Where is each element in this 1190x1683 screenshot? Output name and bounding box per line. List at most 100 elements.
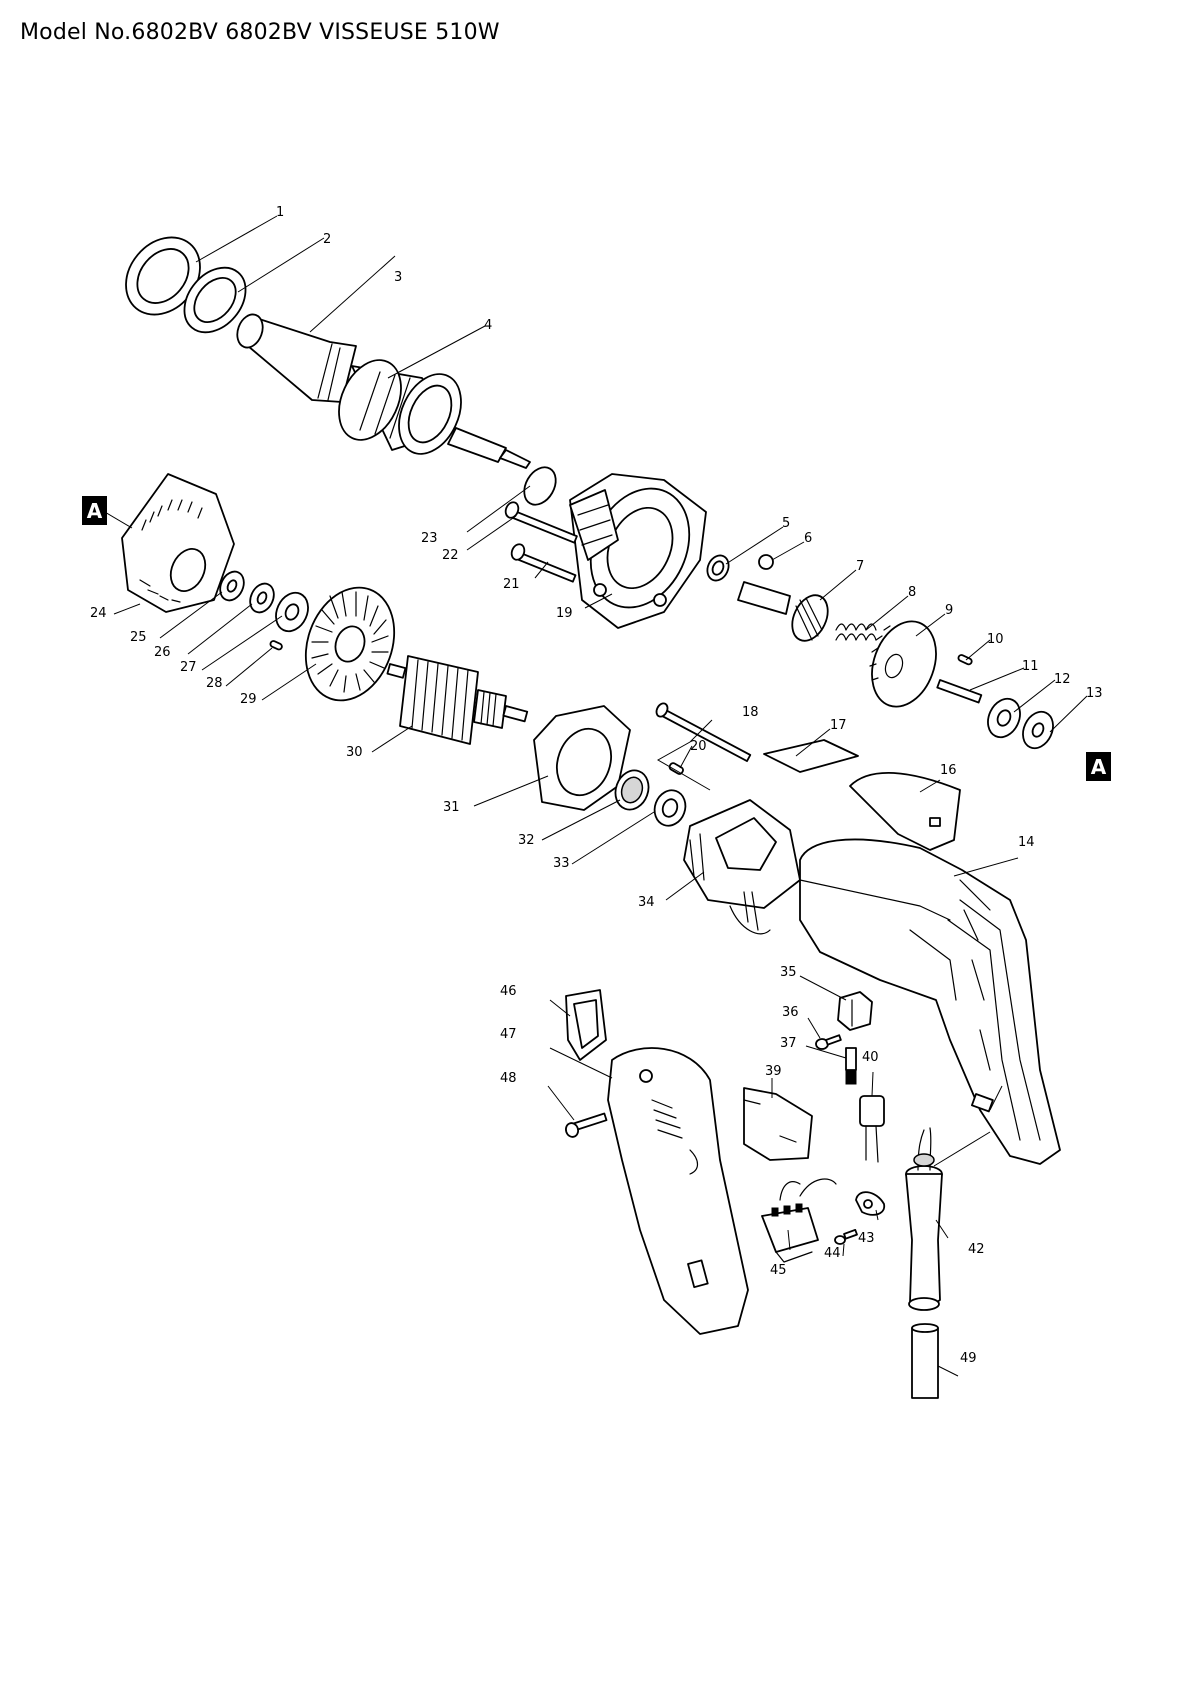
part-label-24: 24	[90, 606, 107, 621]
part-19-gear-housing	[569, 473, 707, 629]
part-37-carbon-brush	[845, 1047, 857, 1085]
part-39-switch	[743, 1087, 813, 1161]
part-label-17: 17	[830, 718, 847, 733]
part-label-4: 4	[484, 318, 492, 333]
part-13-washer	[1022, 710, 1054, 750]
part-21-screw	[510, 543, 577, 583]
part-number-labels: 1 2 3 4 5 6 7 8 9 10 11 12 13 14 16 17 1…	[90, 205, 1103, 1366]
part-label-1: 1	[276, 205, 284, 220]
part-22-screw	[504, 501, 578, 544]
part-7-spindle	[737, 581, 829, 642]
part-label-13: 13	[1086, 686, 1103, 701]
part-2-ring	[183, 266, 247, 334]
part-label-20: 20	[690, 739, 707, 754]
part-label-46: 46	[500, 984, 517, 999]
reference-mark-a-right: A	[1086, 752, 1111, 781]
part-44-screw	[834, 1228, 858, 1245]
part-11-shaft	[936, 679, 983, 704]
part-label-9: 9	[945, 603, 953, 618]
part-28-pin	[269, 640, 283, 651]
part-label-43: 43	[858, 1231, 875, 1246]
part-label-14: 14	[1018, 835, 1035, 850]
part-label-39: 39	[765, 1064, 782, 1079]
part-label-10: 10	[987, 632, 1004, 647]
part-label-45: 45	[770, 1263, 787, 1278]
part-label-3: 3	[394, 270, 402, 285]
part-31-baffle	[533, 705, 631, 811]
part-label-6: 6	[804, 531, 812, 546]
part-33-washer	[653, 789, 687, 827]
part-34-field	[683, 799, 801, 935]
part-label-2: 2	[323, 232, 331, 247]
part-47-handle-cover	[607, 1047, 749, 1335]
part-35-brush-holder	[837, 991, 873, 1031]
part-27-bearing	[275, 591, 309, 633]
part-label-21: 21	[503, 577, 520, 592]
part-40-capacitor	[859, 1095, 885, 1163]
part-label-37: 37	[780, 1036, 797, 1051]
reference-mark-a-left: A	[82, 496, 107, 525]
part-8-spring	[835, 623, 877, 641]
part-32-bearing	[614, 769, 650, 811]
part-14-housing	[799, 838, 1061, 1165]
part-label-16: 16	[940, 763, 957, 778]
page-title: Model No.6802BV 6802BV VISSEUSE 510W	[20, 20, 500, 45]
part-label-31: 31	[443, 800, 460, 815]
part-label-25: 25	[130, 630, 147, 645]
part-label-27: 27	[180, 660, 197, 675]
part-label-49: 49	[960, 1351, 977, 1366]
part-30-armature	[386, 655, 529, 745]
part-49-cord	[911, 1323, 939, 1399]
reference-mark-label: A	[1091, 755, 1107, 779]
part-label-8: 8	[908, 585, 916, 600]
o-ring	[523, 466, 557, 506]
spindle-shaft	[447, 427, 531, 469]
part-label-44: 44	[824, 1246, 841, 1261]
part-26-washer	[249, 582, 275, 614]
part-5-bearing	[706, 554, 730, 582]
part-24-baffle	[121, 473, 235, 613]
part-20-pin	[668, 762, 684, 775]
part-48-screw	[564, 1112, 608, 1138]
part-25-washer	[219, 570, 245, 602]
part-45-switch-block	[761, 1178, 837, 1263]
part-label-36: 36	[782, 1005, 799, 1020]
part-label-23: 23	[421, 531, 438, 546]
part-36-screw	[815, 1034, 842, 1050]
part-label-47: 47	[500, 1027, 517, 1042]
part-10-key	[957, 654, 973, 666]
part-46-grip-insert	[565, 989, 607, 1061]
part-label-28: 28	[206, 676, 223, 691]
part-label-22: 22	[442, 548, 459, 563]
part-43-plate	[855, 1191, 886, 1216]
part-4-sleeve	[338, 359, 462, 455]
part-label-32: 32	[518, 833, 535, 848]
part-9-gear	[869, 620, 937, 708]
parts-drawing	[121, 236, 1061, 1399]
part-6-ball	[758, 554, 774, 570]
part-label-30: 30	[346, 745, 363, 760]
part-18-screw	[655, 702, 752, 763]
part-29-fan	[304, 586, 396, 702]
leader-lines	[97, 215, 1088, 1377]
part-label-40: 40	[862, 1050, 879, 1065]
part-label-5: 5	[782, 516, 790, 531]
part-label-29: 29	[240, 692, 257, 707]
part-label-12: 12	[1054, 672, 1071, 687]
part-label-35: 35	[780, 965, 797, 980]
part-label-19: 19	[556, 606, 573, 621]
housing-inner-lines	[959, 879, 991, 1071]
part-label-34: 34	[638, 895, 655, 910]
part-42-cord-guard	[905, 1127, 943, 1311]
reference-mark-label: A	[87, 499, 103, 523]
part-16-cover	[849, 772, 961, 851]
part-label-18: 18	[742, 705, 759, 720]
part-label-33: 33	[553, 856, 570, 871]
part-12-bearing	[987, 697, 1021, 739]
part-label-7: 7	[856, 559, 864, 574]
part-17-label	[763, 739, 859, 773]
part-label-48: 48	[500, 1071, 517, 1086]
part-label-11: 11	[1022, 659, 1039, 674]
part-label-42: 42	[968, 1242, 985, 1257]
